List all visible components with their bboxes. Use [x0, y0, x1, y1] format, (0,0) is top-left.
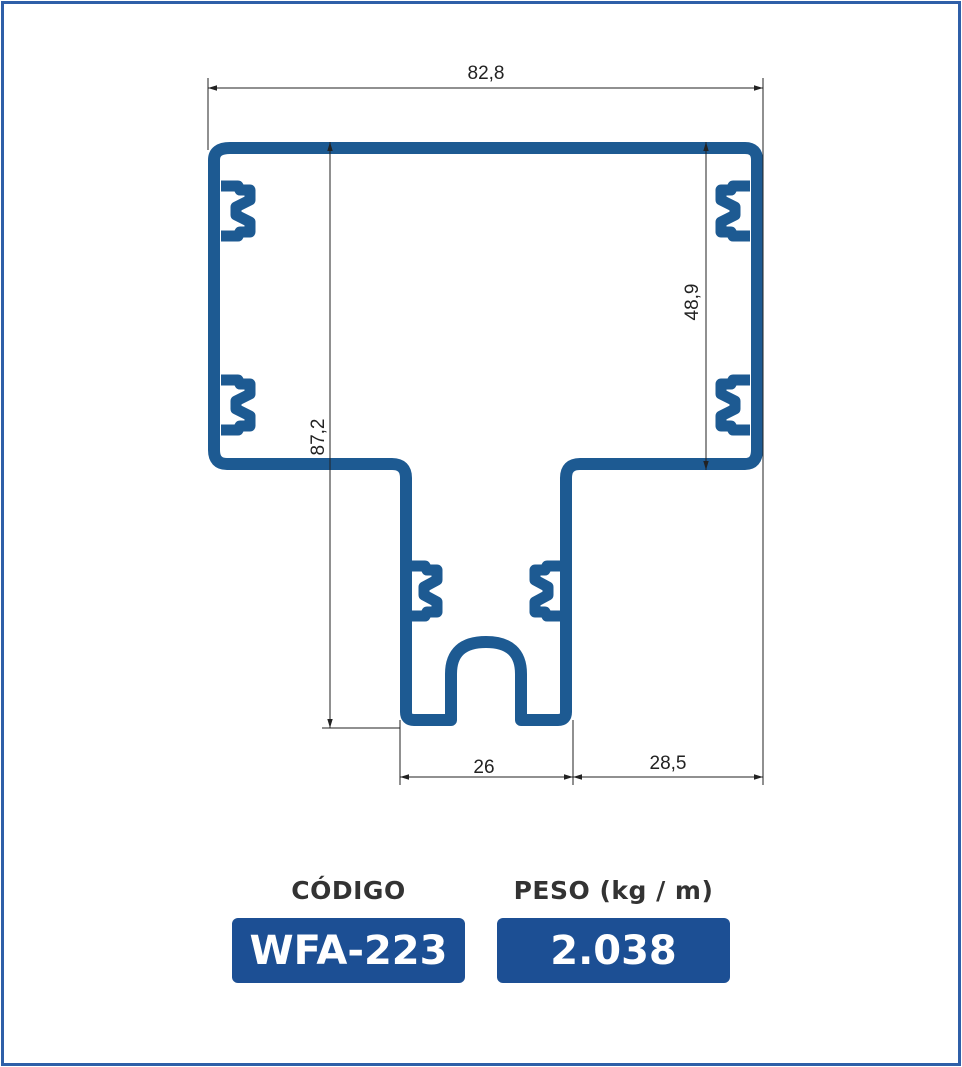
code-badge: WFA-223 — [232, 918, 465, 983]
stem-slot-right — [529, 560, 560, 622]
right-slot-lower — [715, 374, 750, 436]
stem-slot-left — [412, 560, 443, 622]
dim-total-height: 87,2 — [308, 419, 329, 456]
dim-side-offset: 28,5 — [650, 753, 687, 774]
left-slot-lower — [221, 374, 256, 436]
right-slot-upper — [715, 180, 750, 242]
dim-stem-width: 26 — [473, 757, 494, 778]
dim-overall-width: 82,8 — [468, 63, 505, 84]
dimension-labels: 82,8 87,2 48,9 26 28,5 — [308, 63, 703, 778]
left-slot-upper — [221, 180, 256, 242]
weight-badge: 2.038 — [497, 918, 730, 983]
aluminum-profile — [208, 142, 763, 726]
profile-outline — [208, 142, 763, 726]
dimension-lines — [207, 78, 764, 785]
weight-label: PESO (kg / m) — [513, 876, 714, 905]
code-label: CÓDIGO — [291, 876, 406, 905]
dim-top-height: 48,9 — [682, 284, 703, 321]
